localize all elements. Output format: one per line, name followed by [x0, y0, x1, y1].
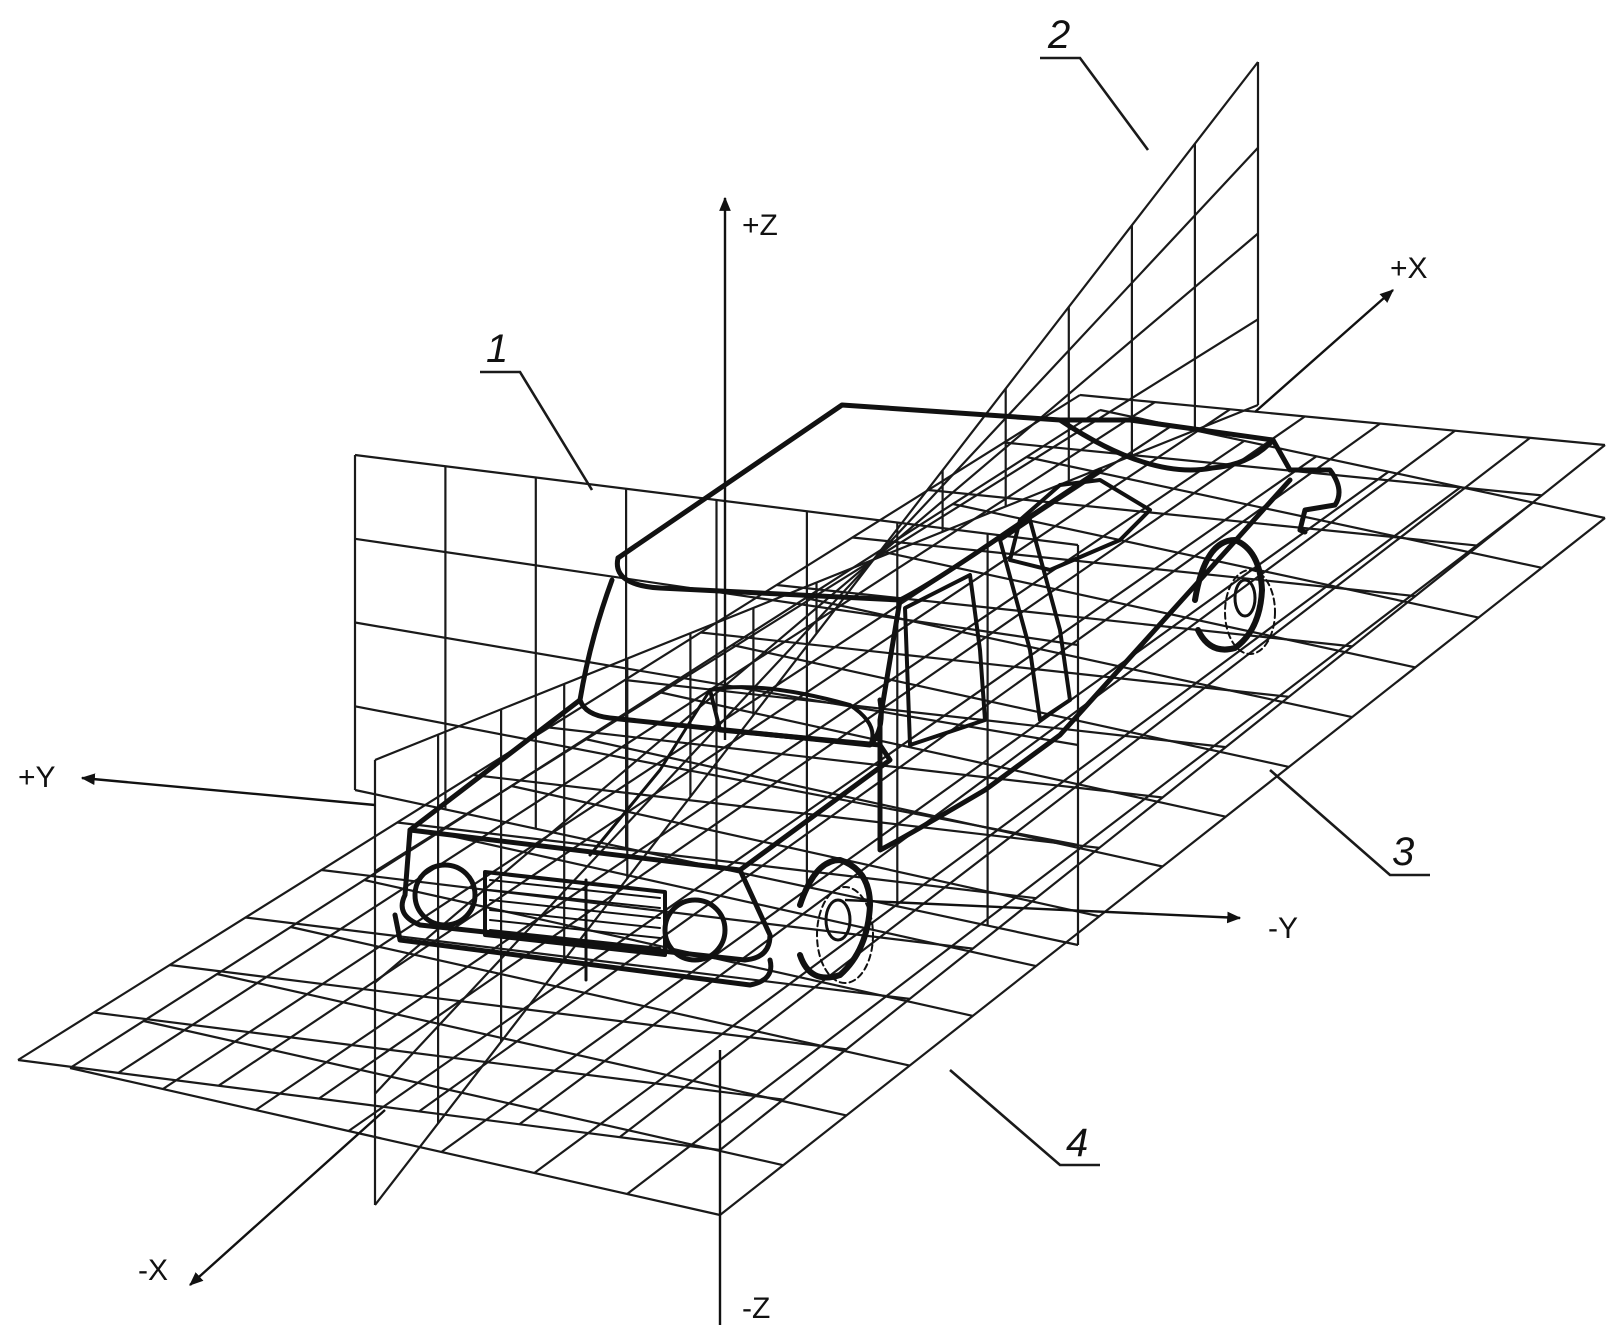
plane-3-line-u-0: [17, 1058, 721, 1152]
car-roof-front-edge: [614, 467, 1103, 603]
car-front-wheel-hidden: [816, 886, 874, 984]
plane-3-line-u-14: [1079, 393, 1606, 447]
car-a-pillar: [877, 597, 903, 763]
plane-3-grid: [17, 393, 1606, 1152]
plane-3-line-v-0: [17, 394, 1081, 1061]
plane-2-line-v-4: [374, 403, 1259, 762]
car-grille: [489, 879, 661, 949]
plane-1-grid: [353, 453, 1080, 947]
car-rear-wheel: [1192, 537, 1265, 653]
car-front-hub: [824, 898, 852, 942]
car-side-sill: [877, 477, 1293, 853]
plane-4-line-u-9: [731, 643, 1290, 768]
leader-1: [480, 370, 594, 491]
car-grille-frame: [483, 870, 667, 957]
callout-4: 4: [1066, 1121, 1088, 1165]
plane-3-line-v-4: [418, 422, 1381, 1113]
plus-y-axis: [80, 773, 376, 807]
plane-4-line-u-2: [216, 972, 847, 1117]
car-front-face: [399, 827, 773, 963]
minus-z-label: -Z: [742, 1292, 770, 1325]
minus-x-axis: [189, 1109, 386, 1286]
plane-3-line-u-10: [776, 583, 1353, 648]
plus-z-label: +Z: [742, 209, 778, 242]
minus-x-label: -X: [138, 1254, 168, 1287]
plus-x-label: +X: [1390, 252, 1428, 285]
plane-3-line-u-11: [852, 536, 1416, 598]
plane-4-line-u-7: [584, 737, 1163, 868]
plane-3-line-u-2: [169, 963, 847, 1051]
car-left-headlight: [412, 862, 478, 928]
plane-4-line-u-11: [879, 549, 1416, 669]
minus-y-label: -Y: [1268, 912, 1298, 945]
plane-4-line-u-1: [143, 1019, 784, 1167]
car-b-pillar: [998, 518, 1072, 722]
plane-3-line-v-7: [719, 444, 1606, 1151]
car-front-door-window: [903, 573, 987, 747]
plane-4-line-v-2: [255, 439, 1245, 1111]
plane-3-line-u-3: [245, 916, 910, 1000]
car-front-bumper: [392, 912, 774, 988]
plane-2-line-v-0: [374, 61, 1259, 1206]
car-outline: [392, 402, 1342, 988]
plane-2-grid: [373, 61, 1260, 1206]
plane-3-line-u-7: [548, 726, 1163, 799]
plane-4-line-u-13: [1026, 455, 1543, 569]
plane-4-line-v-3: [347, 455, 1318, 1132]
car-rear-hub: [1233, 578, 1257, 618]
car-hood-outline: [407, 697, 893, 873]
axes: [80, 196, 1394, 1325]
car-tail-lamp: [1287, 467, 1342, 535]
leader-4: [949, 1069, 1100, 1167]
leader-3: [1269, 769, 1430, 877]
plane-3-line-v-3: [318, 415, 1306, 1100]
plane-3-line-u-12: [928, 488, 1479, 547]
plane-1-line-v-3: [354, 705, 1079, 847]
plane-4-line-u-0: [69, 1066, 721, 1217]
car-rear-window: [1008, 478, 1152, 572]
plane-3-line-v-6: [619, 437, 1531, 1138]
callout-3: 3: [1392, 830, 1414, 874]
car-hood-crease: [588, 688, 712, 857]
plane-3-line-v-1: [117, 401, 1156, 1074]
plane-4-line-u-3: [290, 925, 910, 1067]
leader-2: [1040, 56, 1150, 151]
plane-4-line-v-7: [719, 517, 1606, 1216]
car-rear-wheel-hidden: [1224, 569, 1276, 655]
plane-3-line-u-13: [1003, 441, 1542, 497]
plus-y-label: +Y: [18, 761, 56, 794]
callout-1: 1: [486, 327, 508, 371]
plane-4-line-v-6: [626, 501, 1534, 1195]
plane-4-line-u-8: [658, 690, 1226, 818]
plane-3-line-u-6: [472, 773, 1100, 849]
plane-2-line-v-2: [374, 232, 1259, 984]
plus-x-axis: [1254, 289, 1394, 413]
callout-2: 2: [1047, 13, 1070, 57]
plane-1-line-v-0: [354, 453, 1079, 547]
minus-y-axis: [844, 898, 1242, 924]
car-front-wheel: [797, 857, 873, 981]
car-roof-line: [615, 402, 1293, 561]
car-hood-panel: [708, 685, 875, 747]
plane-1-line-v-2: [354, 621, 1079, 747]
plane-3-line-u-9: [700, 631, 1290, 698]
callout-leaders: [480, 56, 1430, 1167]
car-rear-roofline: [1057, 417, 1276, 473]
